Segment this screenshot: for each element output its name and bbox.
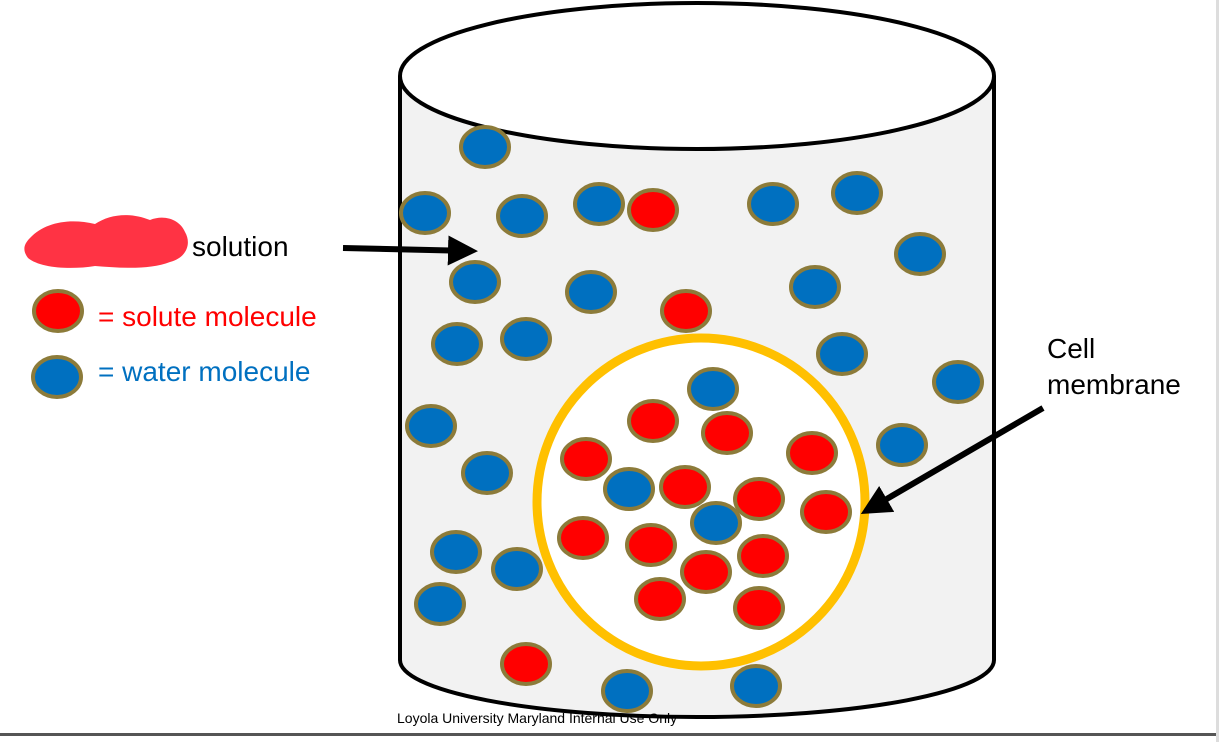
water-molecule [461,451,513,495]
water-molecule [431,322,483,366]
membrane-arrow [860,405,1045,515]
water-molecule [573,182,625,226]
water-molecule [789,265,841,309]
water-molecule [876,423,928,467]
water-molecule [894,232,946,276]
water-molecule [831,171,883,215]
water-molecule [405,404,457,448]
water-molecule [932,360,984,404]
solute-molecule [560,437,612,481]
cell-label-line2: membrane [1047,369,1181,400]
solute-molecule [786,431,838,475]
solute-molecule [659,465,711,509]
molecules-group [399,125,984,713]
solute-molecule [500,642,552,686]
water-molecule [601,669,653,713]
solute-molecule [800,490,852,534]
solute-molecule [733,586,785,630]
water-molecule [449,260,501,304]
cell-label-line1: Cell [1047,333,1095,364]
water-molecule [747,182,799,226]
water-molecule [399,191,451,235]
water-legend-label: = water molecule [98,356,310,387]
solution-arrow [342,235,478,266]
legend-water-swatch [31,355,83,399]
solute-molecule [627,188,679,232]
water-molecule [565,270,617,314]
solute-molecule [680,550,732,594]
water-molecule [603,467,655,511]
solute-molecule [733,477,785,521]
water-molecule [491,547,543,591]
water-molecule [687,367,739,411]
water-molecule [496,194,548,238]
cylinder-top [398,1,996,151]
water-molecule [430,530,482,574]
solute-molecule [557,516,609,560]
water-molecule [730,664,782,708]
water-molecule [816,332,868,376]
solute-legend-label: = solute molecule [98,301,317,332]
solute-molecule [627,399,679,443]
solute-molecule [737,534,789,578]
water-molecule [459,125,511,169]
water-molecule [414,582,466,626]
right-border [1216,0,1219,742]
scribble-redaction [24,215,188,268]
footer-text: Loyola University Maryland Internal Use … [397,710,677,726]
solute-molecule [634,577,686,621]
water-molecule [500,317,552,361]
solute-molecule [701,411,753,455]
solution-label: solution [192,231,289,262]
solute-molecule [660,289,712,333]
bottom-border [0,733,1219,736]
water-molecule [690,501,742,545]
legend-solute-swatch [32,289,84,333]
solute-molecule [625,523,677,567]
